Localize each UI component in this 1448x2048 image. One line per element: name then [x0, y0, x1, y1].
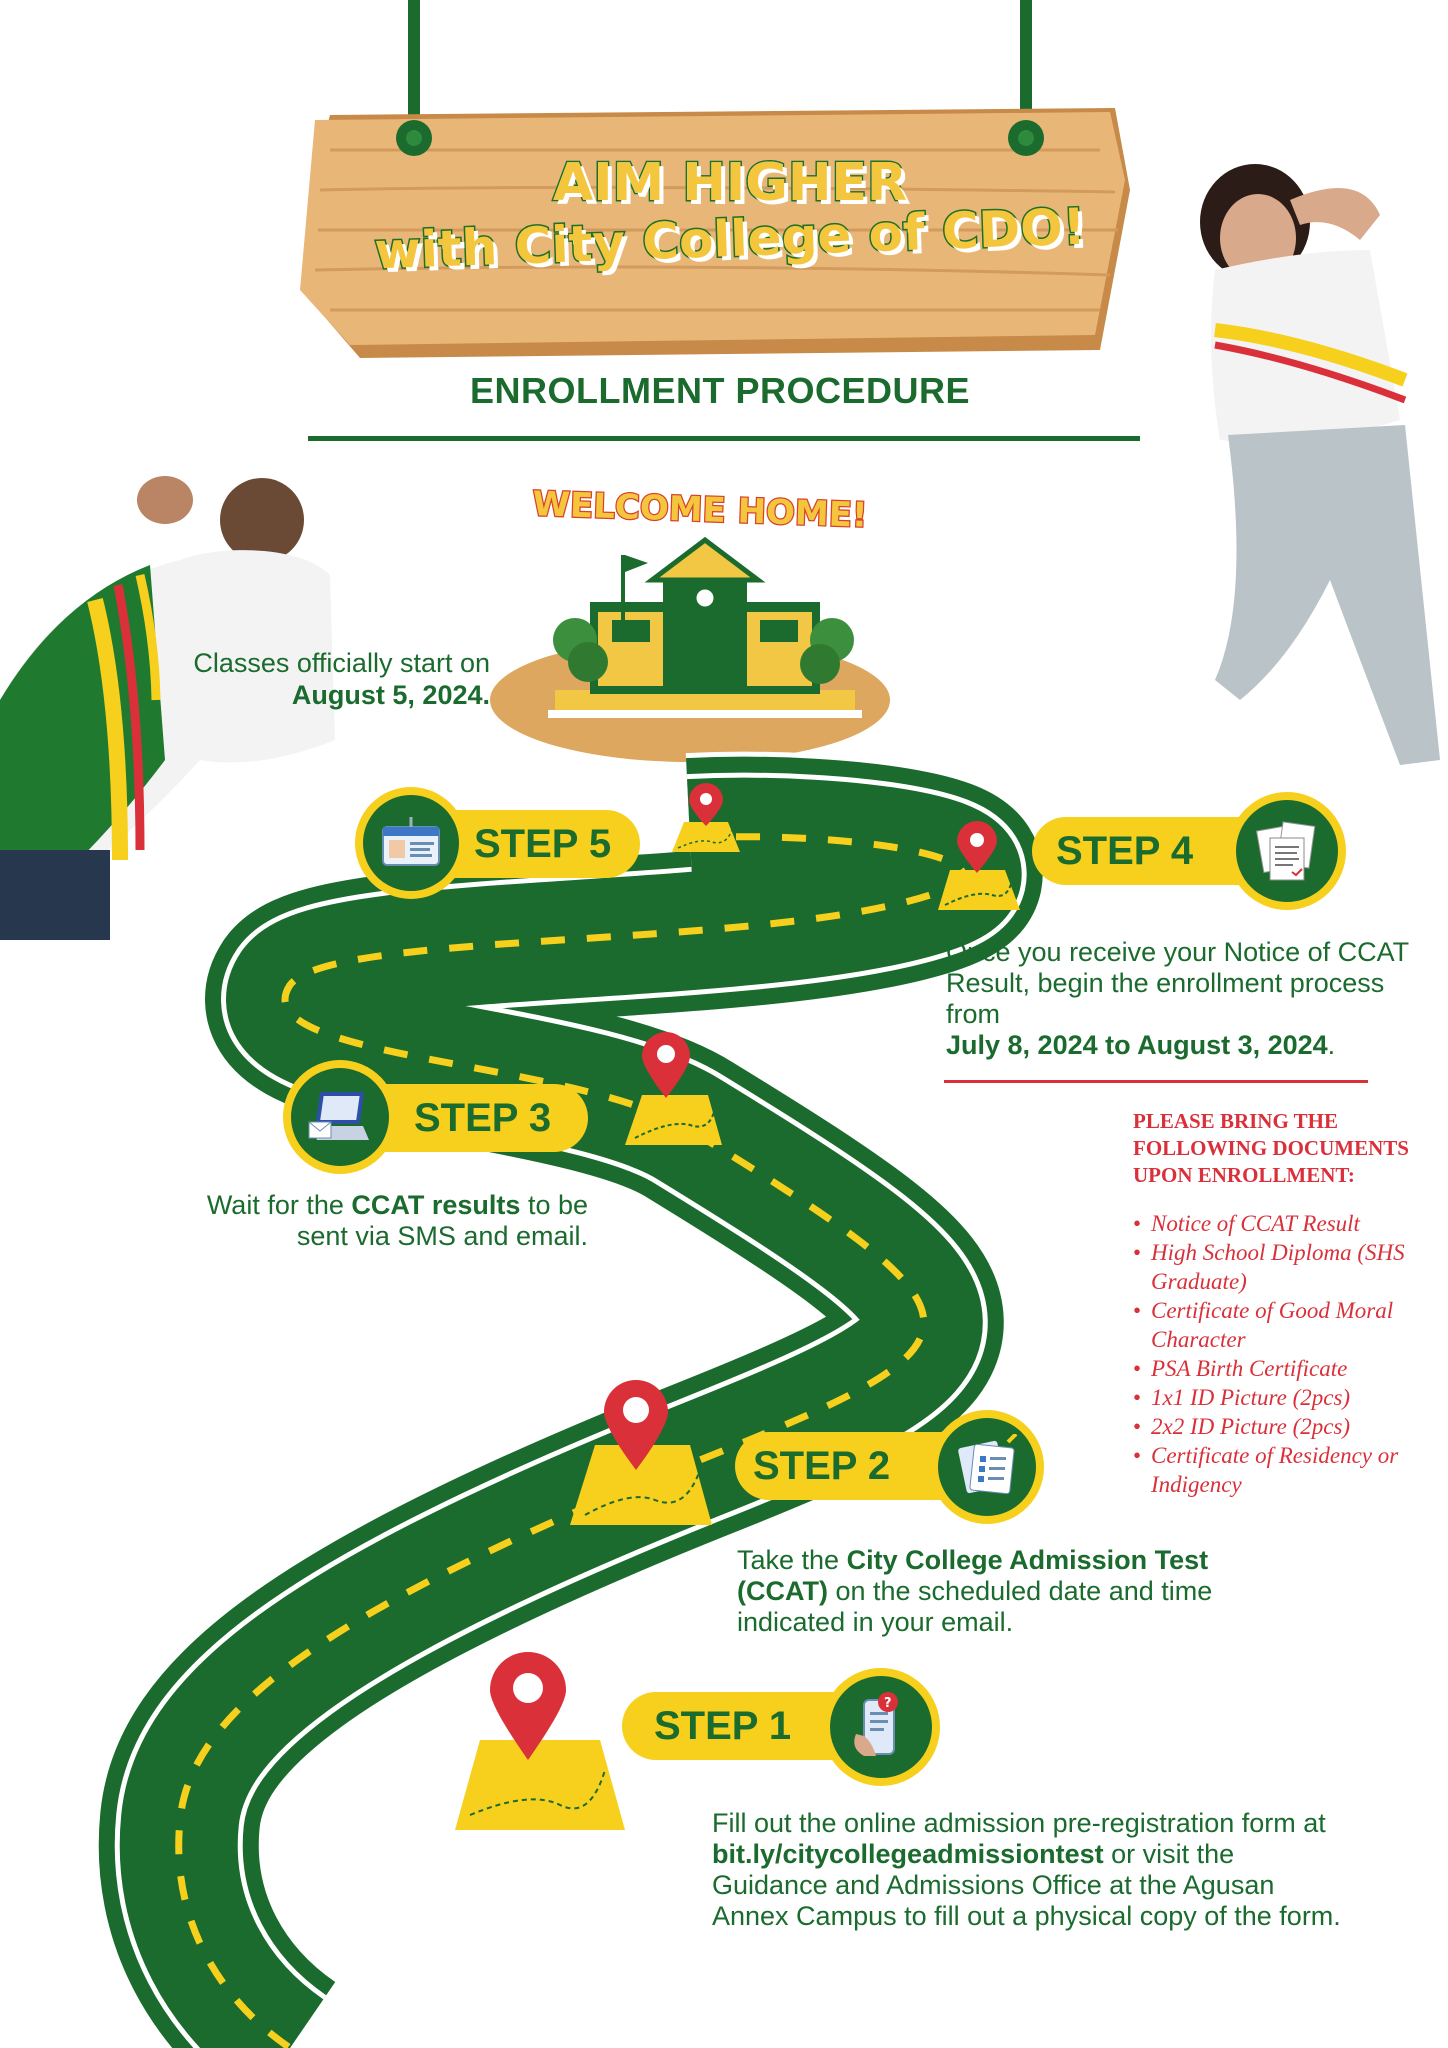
document-item: PSA Birth Certificate	[1133, 1355, 1443, 1384]
documents-title: PLEASE BRING THE FOLLOWING DOCUMENTS UPO…	[1133, 1109, 1409, 1187]
step5-label: STEP 5	[474, 822, 612, 866]
wood-sign	[300, 108, 1130, 358]
test-paper-icon	[958, 1434, 1018, 1495]
classes-start-note: Classes officially start on August 5, 20…	[190, 648, 490, 711]
step1-label: STEP 1	[654, 1704, 792, 1748]
step1-desc-text: Fill out the online admission pre-regist…	[712, 1808, 1326, 1838]
step5-badge	[355, 787, 467, 899]
step3-description: Wait for the CCAT results to be sent via…	[150, 1190, 588, 1252]
phone-form-icon: ?	[854, 1692, 898, 1756]
step2-location-marker	[570, 1380, 712, 1525]
registration-link[interactable]: bit.ly/citycollegeadmissiontest	[712, 1839, 1104, 1870]
step2-description: Take the City College Admission Test (CC…	[737, 1545, 1297, 1638]
title-divider	[308, 436, 1140, 441]
step3-location-marker	[625, 1032, 722, 1145]
step2-desc-bold: City College Admission Test (CCAT)	[737, 1545, 1209, 1607]
classes-start-date: August 5, 2024.	[291, 679, 490, 710]
step4-label: STEP 4	[1056, 829, 1194, 873]
step2-desc-end: on the scheduled date and time indicated…	[737, 1576, 1213, 1638]
step4-desc-dates: July 8, 2024 to August 3, 2024	[946, 1030, 1328, 1061]
classes-start-text: Classes officially start on	[193, 648, 490, 678]
step5-location-marker	[672, 783, 740, 852]
documents-list: Notice of CCAT Result High School Diplom…	[1133, 1210, 1443, 1500]
step3-label: STEP 3	[414, 1096, 552, 1140]
laptop-email-icon	[308, 1092, 369, 1140]
step1-badge: ?	[822, 1668, 940, 1786]
step4-description: Once you receive your Notice of CCAT Res…	[946, 937, 1416, 1061]
sign-post-left	[408, 0, 420, 130]
page-title: ENROLLMENT PROCEDURE	[469, 370, 970, 411]
step4-location-marker	[938, 821, 1020, 910]
step3-desc-bold: CCAT results	[351, 1190, 521, 1220]
document-item: 1x1 ID Picture (2pcs)	[1133, 1384, 1443, 1413]
step3-badge	[283, 1060, 397, 1174]
id-card-icon	[382, 817, 440, 866]
svg-text:?: ?	[884, 1696, 892, 1711]
step1-description: Fill out the online admission pre-regist…	[712, 1808, 1352, 1932]
document-item: Certificate of Good Moral Character	[1133, 1297, 1443, 1355]
step3-desc-end: to be sent via SMS and email.	[296, 1190, 588, 1252]
document-item: Certificate of Residency or Indigency	[1133, 1442, 1443, 1500]
document-item: 2x2 ID Picture (2pcs)	[1133, 1413, 1443, 1442]
step4-desc-text: Once you receive your Notice of CCAT Res…	[946, 937, 1409, 1030]
step1-location-marker	[455, 1652, 625, 1830]
step2-desc-text: Take the	[737, 1545, 840, 1575]
step1-desc-end: or visit the Guidance and Admissions Off…	[712, 1839, 1341, 1932]
sign-post-right	[1020, 0, 1032, 130]
female-student-photo	[1200, 164, 1440, 765]
document-item: High School Diploma (SHS Graduate)	[1133, 1239, 1443, 1297]
school-illustration	[490, 536, 890, 762]
step4-badge	[1228, 792, 1346, 910]
documents-divider	[944, 1080, 1368, 1083]
male-student-photo	[0, 476, 335, 940]
document-item: Notice of CCAT Result	[1133, 1210, 1443, 1239]
step3-desc-text: Wait for the	[206, 1190, 344, 1220]
sign-headline: AIM HIGHER with City College of CDO!	[370, 153, 1090, 282]
documents-icon	[1256, 821, 1316, 881]
step4-desc-end: .	[1327, 1030, 1336, 1061]
sign-headline-line1: AIM HIGHER	[551, 153, 908, 213]
step2-label: STEP 2	[753, 1444, 891, 1488]
step2-badge	[930, 1410, 1044, 1524]
